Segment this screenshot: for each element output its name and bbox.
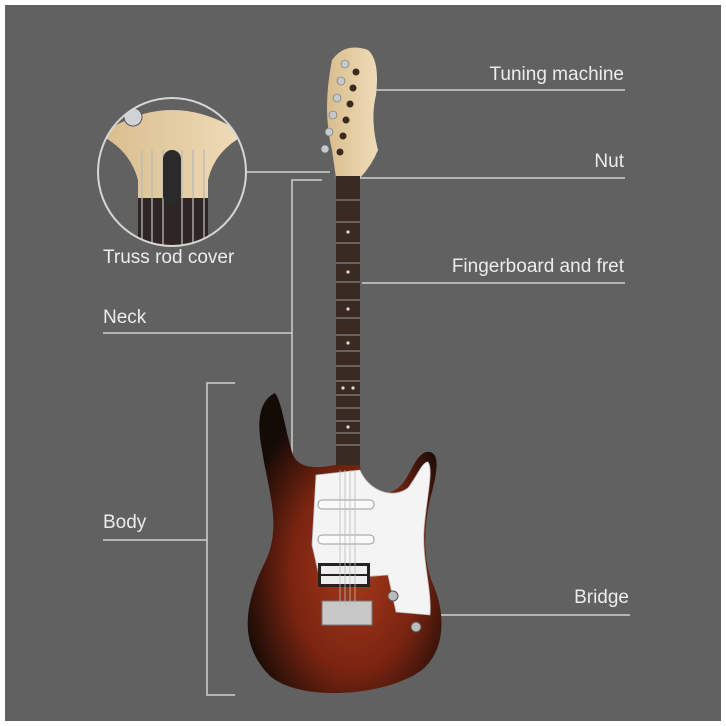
middle-pickup (317, 534, 375, 545)
volume-knob-icon (387, 590, 399, 602)
label-truss-rod-cover: Truss rod cover (103, 247, 235, 268)
label-body: Body (103, 512, 147, 533)
truss-rod-detail (97, 97, 247, 247)
tone-knob-icon (410, 621, 422, 633)
label-bridge: Bridge (574, 587, 629, 608)
label-nut: Nut (594, 151, 624, 172)
headstock (320, 47, 378, 179)
neck-pickup (317, 499, 375, 510)
truss-rod-cover-slot (163, 150, 181, 205)
label-tuning-machine: Tuning machine (489, 64, 624, 85)
label-fingerboard: Fingerboard and fret (451, 256, 624, 277)
neck (336, 176, 360, 476)
body (247, 393, 442, 694)
tuner-post-icon (123, 107, 143, 127)
label-neck: Neck (103, 307, 147, 328)
bridge-icon (321, 600, 373, 626)
body-bracket (206, 382, 235, 696)
neck-bracket (291, 179, 322, 488)
